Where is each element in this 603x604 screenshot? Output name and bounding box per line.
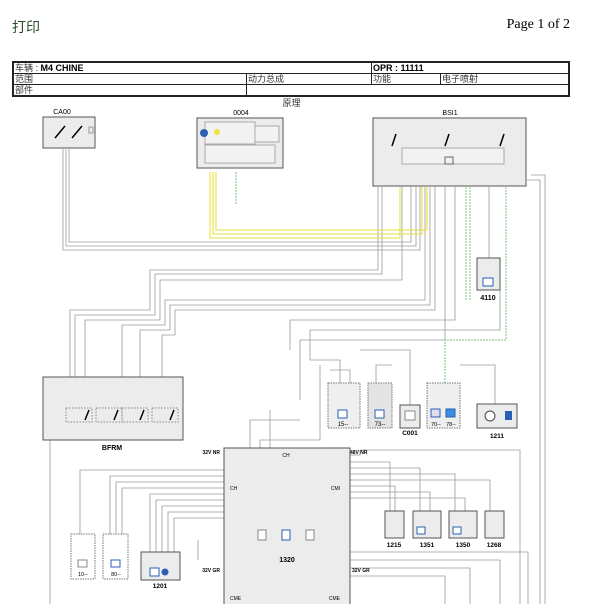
70-label: 70--	[431, 422, 441, 428]
1320-label: 1320	[279, 557, 295, 564]
component-1215[interactable]: 1215	[384, 510, 405, 549]
c001-label: C001	[402, 430, 418, 437]
component-15[interactable]: 15--	[327, 382, 361, 429]
10-label: 10--	[78, 572, 88, 578]
1268-label: 1268	[487, 542, 502, 549]
0004-label: 0004	[233, 110, 249, 117]
1215-label: 1215	[387, 542, 402, 549]
scope-value: 动力总成	[246, 73, 372, 85]
component-1320[interactable]: 1320 CH CH CMI CME CME 32V NR 48V NR 32V…	[202, 447, 370, 604]
component-bfrm[interactable]: BFRM	[42, 376, 184, 452]
4110-label: 4110	[480, 295, 495, 302]
component-1201[interactable]: 1201	[140, 551, 181, 590]
info-table: 车辆 : M4 CHINE OPR : 11111 范围 动力总成 功能 电子喷…	[12, 61, 570, 97]
1201-label: 1201	[153, 583, 168, 590]
ch-top-connector: CH	[282, 453, 290, 459]
1211-label: 1211	[490, 433, 504, 440]
opr-value: 11111	[400, 63, 424, 73]
component-0004[interactable]: 0004	[196, 110, 284, 169]
part-label: 部件	[12, 84, 247, 97]
component-bsi1[interactable]: BSI1	[372, 110, 527, 187]
73-label: 73--	[375, 422, 386, 428]
component-1268[interactable]: 1268	[484, 510, 505, 549]
ch-left-connector: CH	[230, 486, 238, 492]
78-label: 78--	[446, 422, 456, 428]
cme-right-connector: CME	[329, 596, 341, 602]
32v-gr-right-connector: 32V GR	[352, 568, 370, 574]
vehicle-label: 车辆 :	[15, 63, 39, 73]
print-link[interactable]: 打印	[12, 20, 40, 36]
green-wires	[235, 172, 507, 418]
diagram-title: 原理	[282, 98, 301, 108]
component-73[interactable]: 73--	[367, 382, 393, 429]
1351-label: 1351	[420, 542, 435, 549]
component-80[interactable]: 80--	[102, 533, 129, 580]
wires	[49, 149, 546, 604]
cme-left-connector: CME	[230, 596, 242, 602]
component-c001[interactable]: C001	[399, 404, 421, 437]
bsi1-label: BSI1	[442, 110, 457, 117]
component-10[interactable]: 10--	[70, 533, 96, 580]
ca00-label: CA00	[53, 109, 71, 116]
function-value: 电子喷射	[440, 73, 570, 85]
32v-gr-left-connector: 32V GR	[202, 568, 220, 574]
component-4110[interactable]: 4110	[476, 257, 501, 302]
component-1211[interactable]: 1211	[476, 403, 518, 440]
component-ca00[interactable]: CA00	[42, 109, 96, 149]
bfrm-label: BFRM	[102, 445, 122, 452]
component-1350[interactable]: 1350	[448, 510, 478, 549]
vehicle-value: M4 CHINE	[40, 63, 84, 73]
opr-label: OPR :	[373, 63, 399, 73]
15-label: 15--	[338, 422, 349, 428]
48v-nr-connector: 48V NR	[350, 450, 368, 456]
component-70-78[interactable]: 70-- 78--	[426, 382, 461, 429]
page-indicator: Page 1 of 2	[506, 17, 570, 32]
yellow-wires	[209, 172, 428, 239]
component-1351[interactable]: 1351	[412, 510, 442, 549]
function-label: 功能	[371, 73, 441, 85]
1350-label: 1350	[456, 542, 471, 549]
part-value	[246, 84, 570, 97]
32v-nr-connector: 32V NR	[202, 450, 220, 456]
80-label: 80--	[111, 572, 121, 578]
cmi-connector: CMI	[331, 486, 340, 492]
